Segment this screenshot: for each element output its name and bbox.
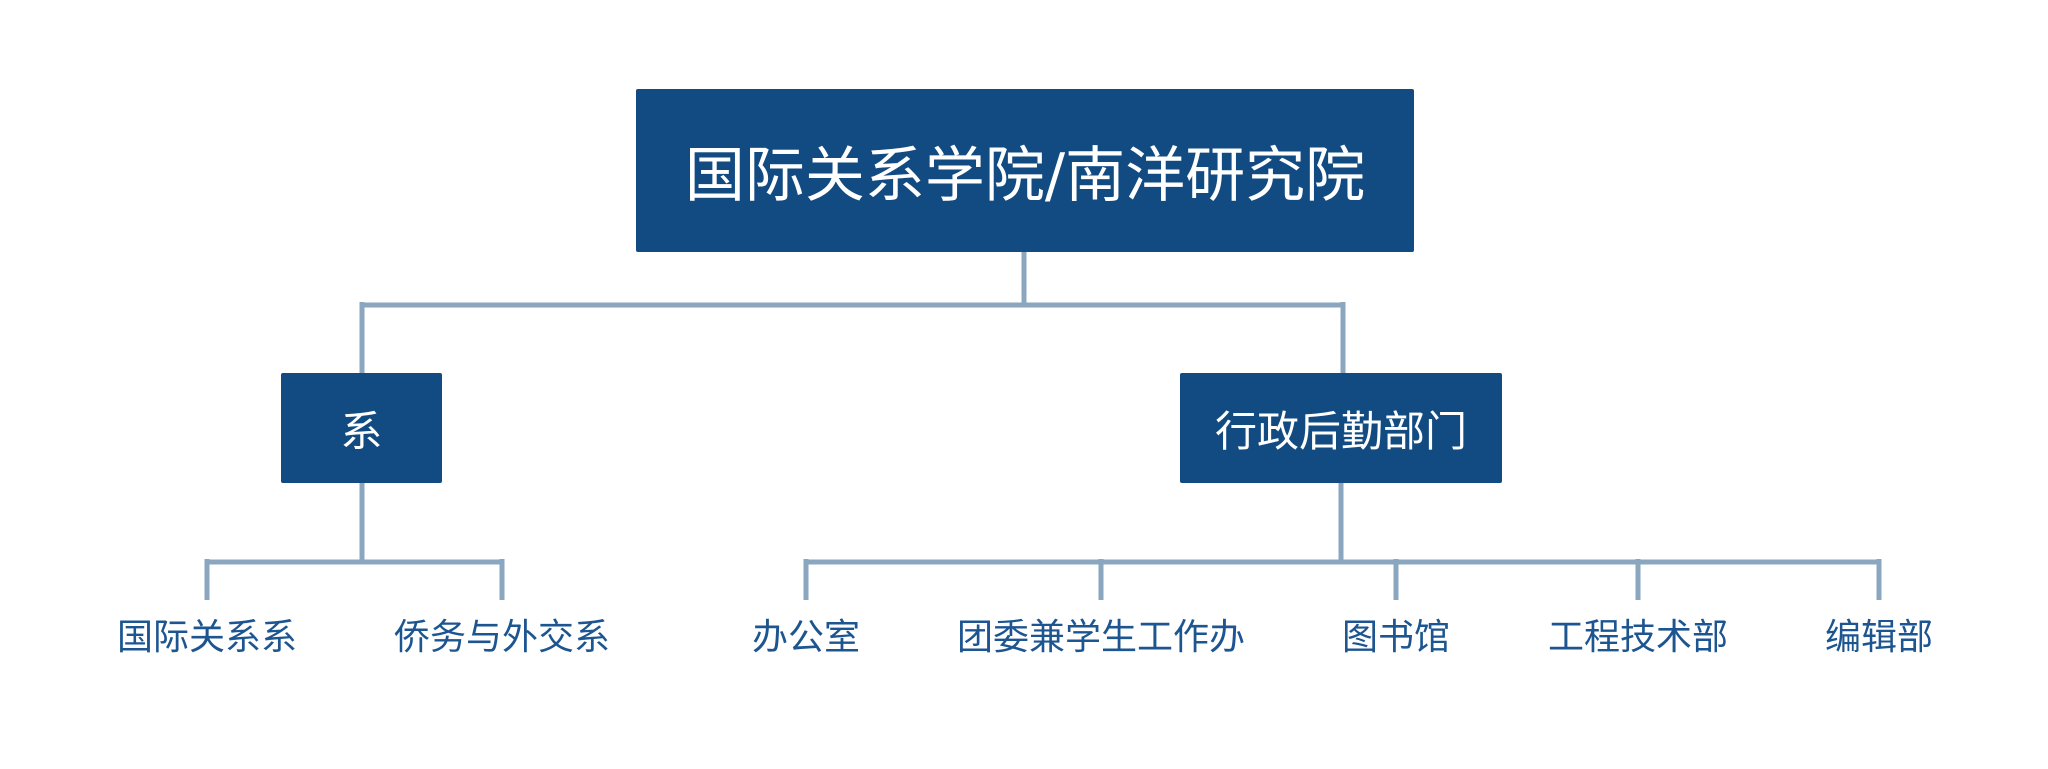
connector-departments-to-leaves [204, 483, 505, 600]
connector-admin-to-leaves [803, 483, 1882, 600]
leaf-editorial: 编辑部 [1824, 617, 1934, 658]
leaf-office: 办公室 [751, 617, 861, 658]
node-admin-logistics: 行政后勤部门 [1180, 373, 1502, 483]
node-departments: 系 [281, 373, 442, 483]
leaf-engineering-tech: 工程技术部 [1547, 617, 1729, 658]
node-admin-logistics-label: 行政后勤部门 [1214, 406, 1467, 456]
root-node: 国际关系学院/南洋研究院 [636, 89, 1414, 252]
leaf-library: 图书馆 [1341, 617, 1451, 658]
leaf-overseas-chinese-diplomacy-dept: 侨务与外交系 [393, 617, 611, 658]
connector-root-to-level2 [359, 252, 1346, 373]
node-departments-label: 系 [340, 406, 383, 456]
root-node-label: 国际关系学院/南洋研究院 [684, 141, 1366, 211]
leaf-international-relations-dept: 国际关系系 [116, 617, 298, 658]
leaf-youth-league-student-affairs: 团委兼学生工作办 [956, 617, 1246, 658]
